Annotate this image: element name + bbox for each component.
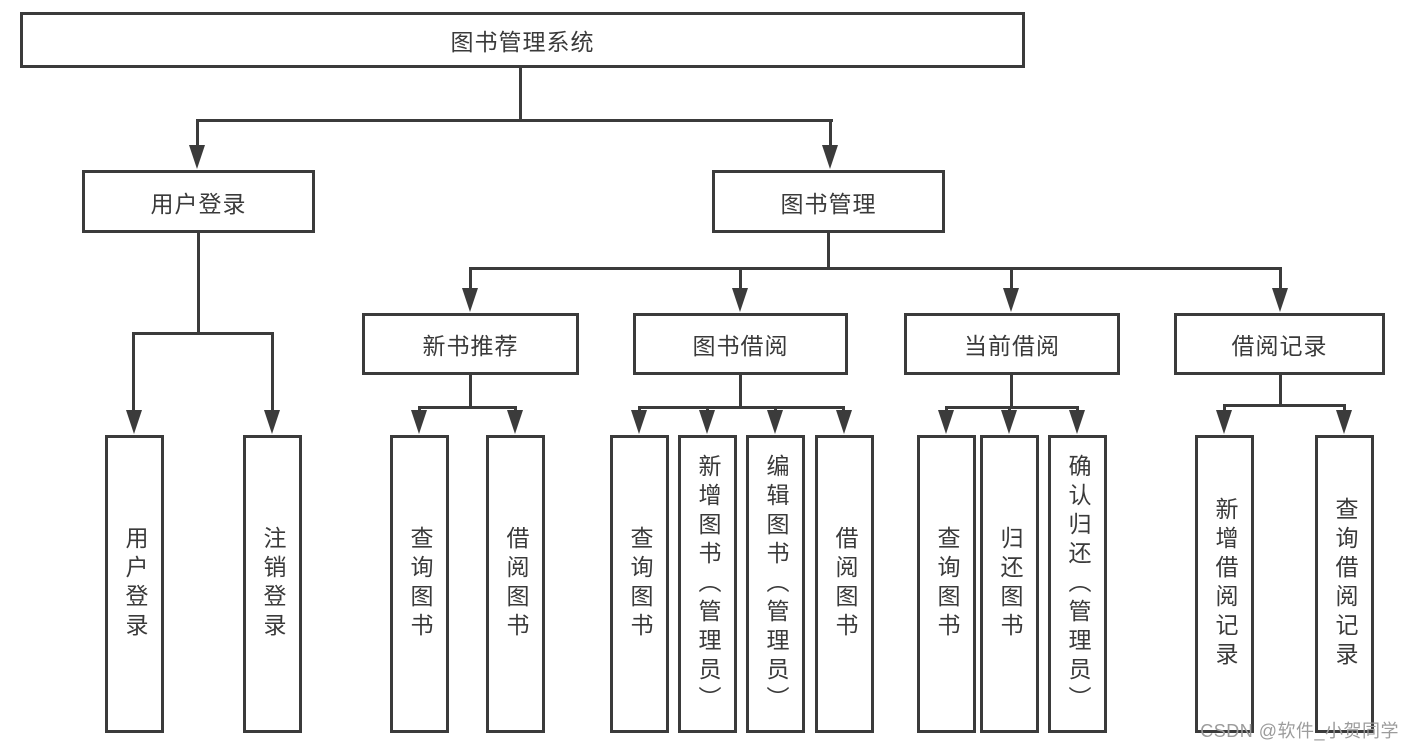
node-label: 当前借阅 xyxy=(964,333,1060,359)
leaf-query-books-current: 查询图书 xyxy=(917,435,976,733)
node-label: 图书管理 xyxy=(780,190,877,217)
leaf-label: 查询图书 xyxy=(627,526,653,642)
leaf-label: 借阅图书 xyxy=(832,526,858,642)
connector-line xyxy=(197,233,200,335)
leaf-confirm-return-admin: 确认归还（管理员） xyxy=(1048,435,1107,733)
connector-line xyxy=(132,332,135,414)
node-user-login: 用户登录 xyxy=(82,170,315,233)
csdn-watermark: CSDN @软件_小贺同学 xyxy=(1200,721,1399,741)
arrow-down-icon xyxy=(1069,410,1085,434)
leaf-user-login: 用户登录 xyxy=(105,435,164,733)
connector-line xyxy=(1010,267,1013,292)
leaf-label: 查询图书 xyxy=(407,526,433,642)
node-label: 新书推荐 xyxy=(422,333,519,359)
arrow-down-icon xyxy=(411,410,427,434)
connector-line xyxy=(469,267,472,292)
leaf-label: 用户登录 xyxy=(122,526,148,642)
leaf-return-books: 归还图书 xyxy=(980,435,1039,733)
leaf-add-borrow-record: 新增借阅记录 xyxy=(1195,435,1254,733)
connector-line xyxy=(271,332,274,414)
leaf-label: 新增图书（管理员） xyxy=(695,453,721,715)
leaf-label: 借阅图书 xyxy=(503,526,529,642)
leaf-label: 新增借阅记录 xyxy=(1212,497,1238,671)
arrow-down-icon xyxy=(507,410,523,434)
leaf-label: 编辑图书（管理员） xyxy=(763,453,789,715)
node-new-book-recommendation: 新书推荐 xyxy=(362,313,579,375)
node-library-management-system: 图书管理系统 xyxy=(20,12,1025,68)
node-label: 图书借阅 xyxy=(692,333,789,359)
leaf-add-book-admin: 新增图书（管理员） xyxy=(678,435,737,733)
connector-line xyxy=(132,332,274,335)
leaf-label: 注销登录 xyxy=(260,526,286,642)
node-label: 借阅记录 xyxy=(1231,333,1328,359)
connector-line xyxy=(1010,375,1013,409)
leaf-label: 确认归还（管理员） xyxy=(1065,453,1091,715)
arrow-down-icon xyxy=(732,288,748,312)
arrow-down-icon xyxy=(1272,288,1288,312)
leaf-borrow-books-recommend: 借阅图书 xyxy=(486,435,545,733)
arrow-down-icon xyxy=(938,410,954,434)
arrow-down-icon xyxy=(1216,410,1232,434)
leaf-label: 归还图书 xyxy=(997,526,1023,642)
connector-line xyxy=(469,267,1282,270)
arrow-down-icon xyxy=(631,410,647,434)
connector-line xyxy=(196,119,833,122)
arrow-down-icon xyxy=(189,145,205,169)
leaf-label: 查询图书 xyxy=(934,526,960,642)
connector-line xyxy=(1279,267,1282,292)
leaf-logout: 注销登录 xyxy=(243,435,302,733)
connector-line xyxy=(1279,375,1282,406)
arrow-down-icon xyxy=(767,410,783,434)
connector-line xyxy=(739,267,742,292)
leaf-query-borrow-record: 查询借阅记录 xyxy=(1315,435,1374,733)
leaf-query-books-recommend: 查询图书 xyxy=(390,435,449,733)
leaf-borrow-books-borrowing: 借阅图书 xyxy=(815,435,874,733)
arrow-down-icon xyxy=(836,410,852,434)
node-book-borrowing: 图书借阅 xyxy=(633,313,848,375)
leaf-edit-book-admin: 编辑图书（管理员） xyxy=(746,435,805,733)
arrow-down-icon xyxy=(822,145,838,169)
connector-line xyxy=(829,119,832,152)
arrow-down-icon xyxy=(126,410,142,434)
node-book-management: 图书管理 xyxy=(712,170,945,233)
connector-line xyxy=(418,406,517,409)
arrow-down-icon xyxy=(462,288,478,312)
arrow-down-icon xyxy=(1336,410,1352,434)
node-label: 用户登录 xyxy=(150,190,247,217)
arrow-down-icon xyxy=(264,410,280,434)
connector-line xyxy=(1223,404,1346,407)
arrow-down-icon xyxy=(1003,288,1019,312)
connector-line xyxy=(739,375,742,409)
node-borrowing-records: 借阅记录 xyxy=(1174,313,1385,375)
node-label: 图书管理系统 xyxy=(450,29,595,55)
leaf-query-books-borrowing: 查询图书 xyxy=(610,435,669,733)
connector-line xyxy=(196,119,199,152)
arrow-down-icon xyxy=(1001,410,1017,434)
connector-line xyxy=(519,68,522,121)
arrow-down-icon xyxy=(699,410,715,434)
connector-line xyxy=(827,233,830,270)
connector-line xyxy=(638,406,845,409)
node-current-borrowing: 当前借阅 xyxy=(904,313,1120,375)
connector-line xyxy=(945,406,1079,409)
leaf-label: 查询借阅记录 xyxy=(1332,497,1358,671)
connector-line xyxy=(469,375,472,409)
